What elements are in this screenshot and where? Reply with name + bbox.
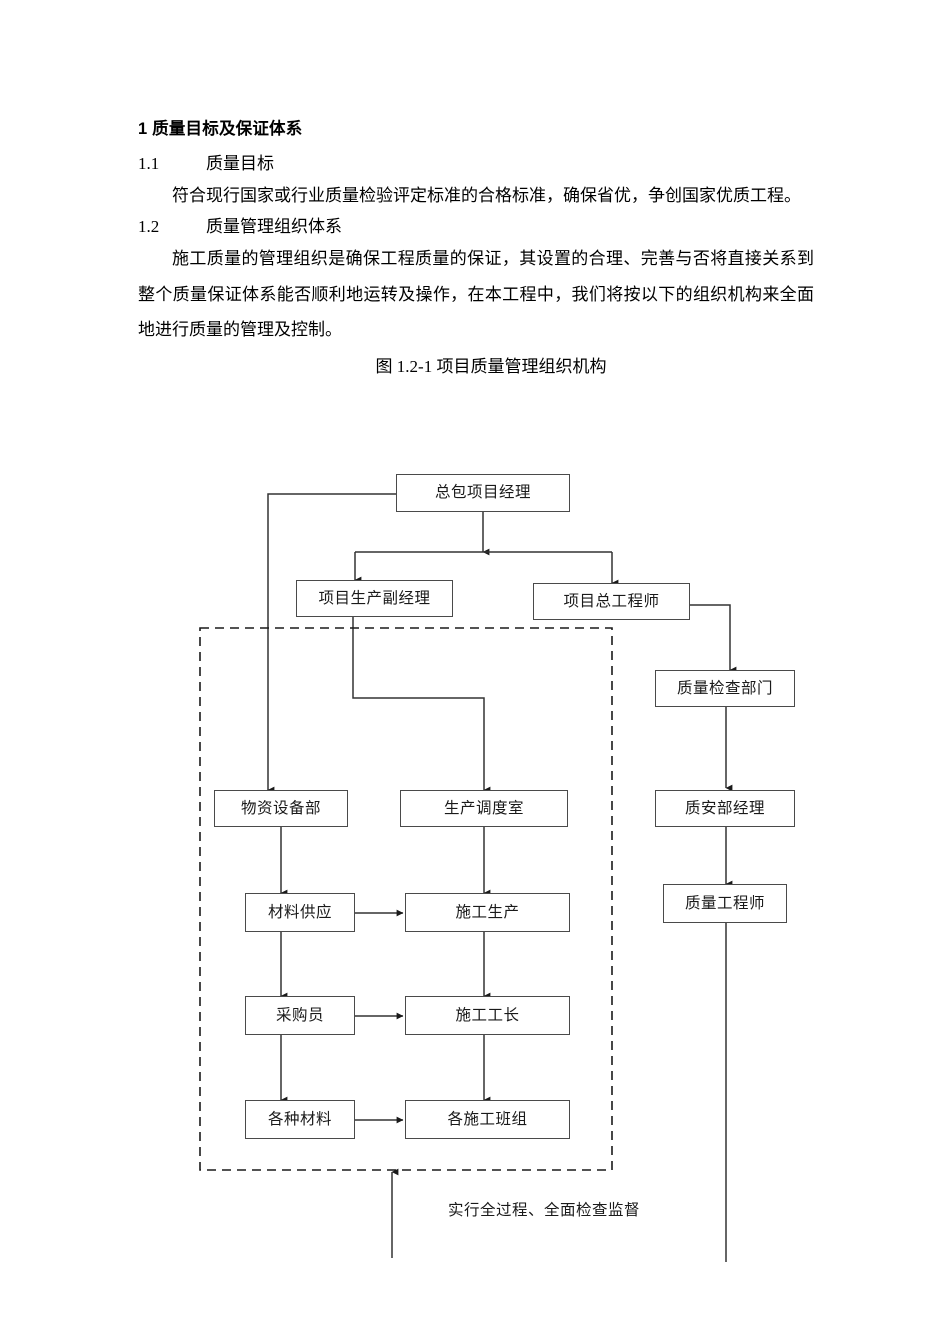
- node-construction-teams[interactable]: 各施工班组: [405, 1100, 570, 1139]
- text-content: 1 质量目标及保证体系 1.1 质量目标 符合现行国家或行业质量检验评定标准的合…: [138, 118, 814, 381]
- section-title-1-1: 质量目标: [206, 153, 274, 173]
- annotation-label: 实行全过程、全面检查监督: [448, 1202, 641, 1219]
- node-label: 总包项目经理: [434, 484, 531, 502]
- node-label: 项目生产副经理: [318, 589, 431, 607]
- edge-chief-engineer-to-qc-dept: [690, 604, 737, 674]
- process-group-box: [199, 627, 613, 1171]
- node-label: 施工生产: [455, 903, 520, 921]
- node-label: 生产调度室: [443, 799, 524, 817]
- node-label: 采购员: [275, 1006, 324, 1024]
- node-quality-safety-manager[interactable]: 质安部经理: [655, 790, 795, 827]
- node-construction-production[interactable]: 施工生产: [405, 893, 570, 932]
- node-quality-engineer[interactable]: 质量工程师: [663, 884, 787, 923]
- node-production-dispatch-room[interactable]: 生产调度室: [400, 790, 568, 827]
- node-material-supply[interactable]: 材料供应: [245, 893, 355, 932]
- node-label: 质量工程师: [684, 894, 765, 912]
- page-title: 1 质量目标及保证体系: [138, 120, 303, 138]
- figure-caption: 图 1.2-1 项目质量管理组织机构: [375, 357, 607, 377]
- node-label: 质安部经理: [684, 799, 765, 817]
- node-label: 施工工长: [455, 1006, 520, 1024]
- supervision-annotation: 实行全过程、全面检查监督: [448, 1198, 640, 1220]
- section-heading-1-1: 1.1 质量目标: [138, 151, 814, 177]
- node-purchaser[interactable]: 采购员: [245, 996, 355, 1035]
- node-label: 材料供应: [267, 903, 332, 921]
- node-deputy-production-manager[interactable]: 项目生产副经理: [296, 580, 453, 617]
- edge-vice-manager-to-dispatch: [352, 617, 491, 794]
- node-label: 物资设备部: [240, 799, 321, 817]
- node-material-equipment-dept[interactable]: 物资设备部: [214, 790, 348, 827]
- node-label: 质量检查部门: [676, 679, 773, 697]
- node-label: 各施工班组: [447, 1110, 528, 1128]
- section-body-1-1: 符合现行国家或行业质量检验评定标准的合格标准，确保省优，争创国家优质工程。: [172, 186, 801, 206]
- node-quality-inspection-dept[interactable]: 质量检查部门: [655, 670, 795, 707]
- section-heading-1-2: 1.2 质量管理组织体系: [138, 214, 814, 240]
- node-label: 各种材料: [267, 1110, 332, 1128]
- section-body-1-2: 施工质量的管理组织是确保工程质量的保证，其设置的合理、完善与否将直接关系到整个质…: [138, 249, 814, 339]
- node-chief-engineer[interactable]: 项目总工程师: [533, 583, 690, 620]
- section-number-1-1: 1.1: [138, 153, 160, 173]
- node-general-project-manager[interactable]: 总包项目经理: [396, 474, 570, 512]
- node-label: 项目总工程师: [563, 592, 660, 610]
- section-number-1-2: 1.2: [138, 216, 160, 236]
- node-construction-foreman[interactable]: 施工工长: [405, 996, 570, 1035]
- section-title-1-2: 质量管理组织体系: [206, 216, 342, 236]
- node-various-materials[interactable]: 各种材料: [245, 1100, 355, 1139]
- edge-manager-to-material-dept: [267, 493, 396, 794]
